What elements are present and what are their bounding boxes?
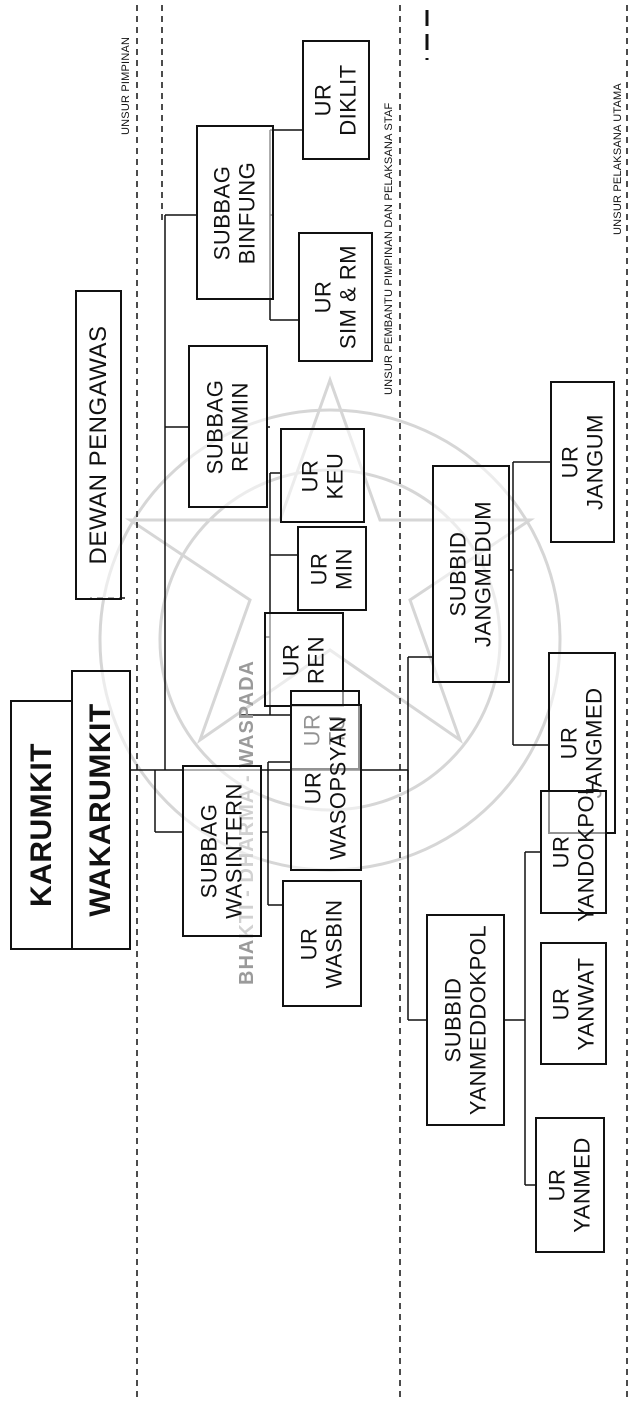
dewan-pengawas-label: DEWAN PENGAWAS xyxy=(84,325,112,565)
section-label-pembantu: UNSUR PEMBANTU PIMPINAN DAN PELAKSANA ST… xyxy=(383,102,395,395)
karumkit-box: KARUMKIT xyxy=(10,700,73,950)
section-label-pelaksana: UNSUR PELAKSANA UTAMA xyxy=(612,83,624,235)
dewan-pengawas-box: DEWAN PENGAWAS xyxy=(75,290,122,600)
section-label-pimpinan: UNSUR PIMPINAN xyxy=(120,36,132,135)
wakarumkit-box: WAKARUMKIT xyxy=(71,670,131,950)
wakarumkit-label: WAKARUMKIT xyxy=(83,703,117,917)
karumkit-label: KARUMKIT xyxy=(24,743,58,907)
